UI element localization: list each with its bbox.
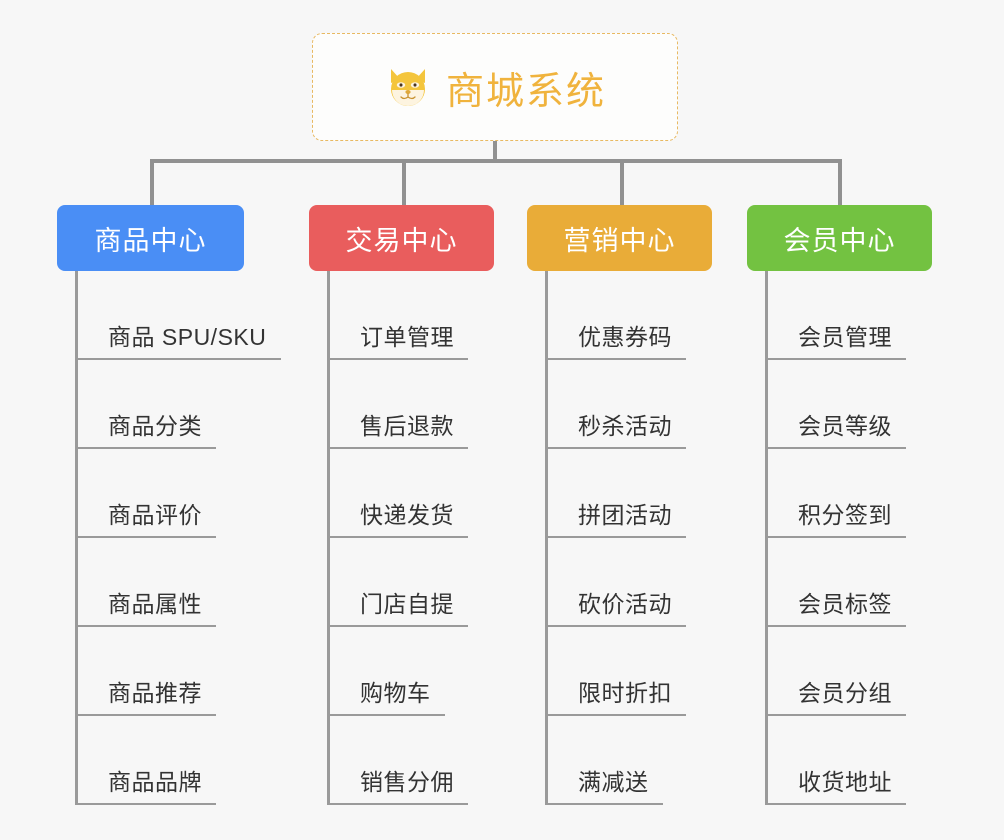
list-item[interactable]: 门店自提 [330, 538, 468, 627]
leaf-label: 购物车 [360, 680, 431, 706]
leaf-label: 快递发货 [360, 502, 454, 528]
dog-face-icon [384, 63, 432, 111]
list-item[interactable]: 商品属性 [78, 538, 216, 627]
leaf-label: 门店自提 [360, 591, 454, 617]
list-item[interactable]: 商品评价 [78, 449, 216, 538]
list-item[interactable]: 快递发货 [330, 449, 468, 538]
branch-leaves-0: 商品 SPU/SKU 商品分类 商品评价 商品属性 商品推荐 商品品牌 [75, 271, 281, 805]
leaf-label: 满减送 [578, 769, 649, 795]
branch-column-0: 商品中心 商品 SPU/SKU 商品分类 商品评价 商品属性 商品推荐 商品品牌 [57, 205, 281, 805]
leaf-label: 收货地址 [798, 769, 892, 795]
list-item[interactable]: 满减送 [548, 716, 663, 805]
leaf-label: 商品品牌 [108, 769, 202, 795]
leaf-label: 秒杀活动 [578, 413, 672, 439]
leaf-label: 商品 SPU/SKU [108, 324, 267, 350]
leaf-label: 商品分类 [108, 413, 202, 439]
leaf-label: 售后退款 [360, 413, 454, 439]
leaf-label: 订单管理 [360, 324, 454, 350]
leaf-label: 商品推荐 [108, 680, 202, 706]
list-item[interactable]: 购物车 [330, 627, 445, 716]
leaf-label: 会员等级 [798, 413, 892, 439]
list-item[interactable]: 售后退款 [330, 360, 468, 449]
leaf-label: 会员分组 [798, 680, 892, 706]
list-item[interactable]: 会员分组 [768, 627, 906, 716]
list-item[interactable]: 收货地址 [768, 716, 906, 805]
leaf-label: 优惠券码 [578, 324, 672, 350]
branch-label-2: 营销中心 [563, 225, 676, 256]
list-item[interactable]: 会员管理 [768, 271, 906, 360]
connector-trunk-horizontal [150, 159, 842, 163]
connector-drop-2 [402, 159, 406, 207]
branch-leaves-3: 会员管理 会员等级 积分签到 会员标签 会员分组 收货地址 [765, 271, 932, 805]
branch-label-3: 会员中心 [783, 225, 896, 256]
list-item[interactable]: 秒杀活动 [548, 360, 686, 449]
leaf-label: 商品评价 [108, 502, 202, 528]
list-item[interactable]: 商品 SPU/SKU [78, 271, 281, 360]
list-item[interactable]: 限时折扣 [548, 627, 686, 716]
branch-leaves-2: 优惠券码 秒杀活动 拼团活动 砍价活动 限时折扣 满减送 [545, 271, 712, 805]
branch-column-2: 营销中心 优惠券码 秒杀活动 拼团活动 砍价活动 限时折扣 满减送 [527, 205, 712, 805]
list-item[interactable]: 销售分佣 [330, 716, 468, 805]
root-node[interactable]: 商城系统 [312, 33, 678, 141]
list-item[interactable]: 订单管理 [330, 271, 468, 360]
branch-leaves-1: 订单管理 售后退款 快递发货 门店自提 购物车 销售分佣 [327, 271, 494, 805]
branch-column-1: 交易中心 订单管理 售后退款 快递发货 门店自提 购物车 销售分佣 [309, 205, 494, 805]
list-item[interactable]: 会员等级 [768, 360, 906, 449]
connector-trunk-vertical [493, 141, 497, 163]
list-item[interactable]: 积分签到 [768, 449, 906, 538]
branch-header-3[interactable]: 会员中心 [747, 205, 932, 271]
branch-header-2[interactable]: 营销中心 [527, 205, 712, 271]
leaf-label: 销售分佣 [360, 769, 454, 795]
branch-header-0[interactable]: 商品中心 [57, 205, 244, 271]
connector-drop-3 [620, 159, 624, 207]
list-item[interactable]: 会员标签 [768, 538, 906, 627]
leaf-label: 限时折扣 [578, 680, 672, 706]
leaf-label: 砍价活动 [578, 591, 672, 617]
branch-column-3: 会员中心 会员管理 会员等级 积分签到 会员标签 会员分组 收货地址 [747, 205, 932, 805]
connector-drop-4 [838, 159, 842, 207]
leaf-label: 会员标签 [798, 591, 892, 617]
connector-drop-1 [150, 159, 154, 207]
leaf-label: 会员管理 [798, 324, 892, 350]
list-item[interactable]: 商品分类 [78, 360, 216, 449]
list-item[interactable]: 优惠券码 [548, 271, 686, 360]
list-item[interactable]: 商品推荐 [78, 627, 216, 716]
branch-label-0: 商品中心 [94, 225, 207, 256]
list-item[interactable]: 商品品牌 [78, 716, 216, 805]
branch-label-1: 交易中心 [345, 225, 458, 256]
root-title: 商城系统 [445, 70, 606, 113]
leaf-label: 积分签到 [798, 502, 892, 528]
list-item[interactable]: 砍价活动 [548, 538, 686, 627]
list-item[interactable]: 拼团活动 [548, 449, 686, 538]
leaf-label: 商品属性 [108, 591, 202, 617]
leaf-label: 拼团活动 [578, 502, 672, 528]
branch-header-1[interactable]: 交易中心 [309, 205, 494, 271]
